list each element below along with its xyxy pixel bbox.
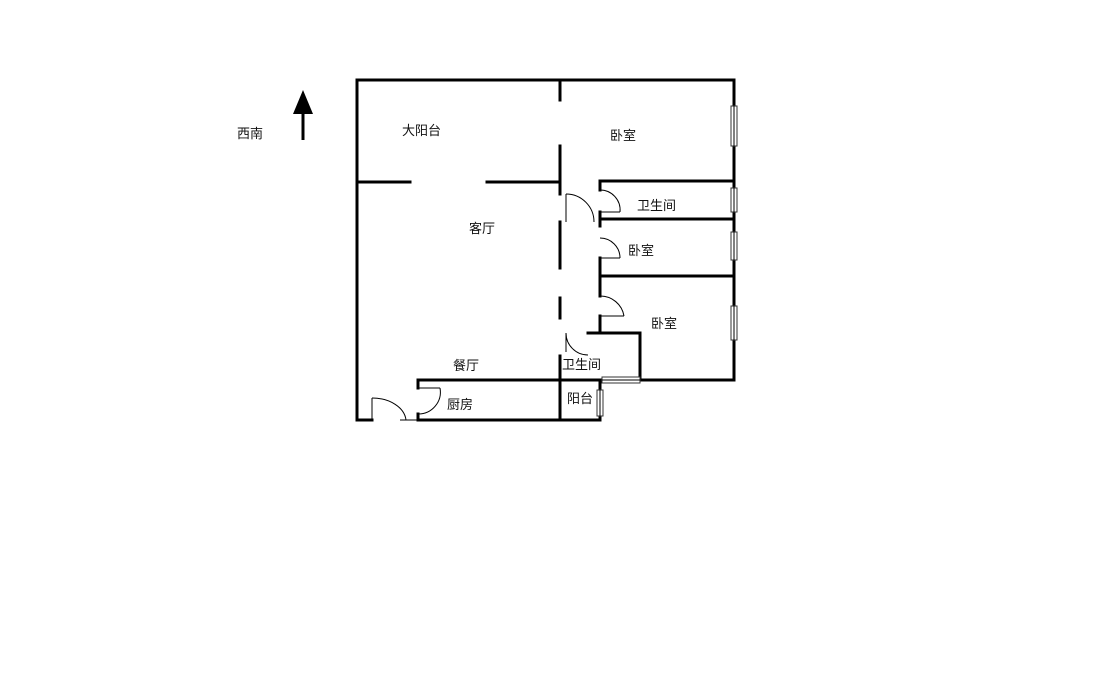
room-label-bathroom-top: 卫生间 [637, 199, 676, 214]
door-bedroom-top-entry [565, 193, 595, 223]
door-bathroom-bottom [565, 332, 589, 356]
kitchen-walls [416, 378, 602, 422]
door-bedroom-bottom [599, 295, 625, 317]
windows [596, 105, 738, 417]
north-arrow-icon [293, 90, 313, 140]
door-kitchen [417, 387, 441, 415]
room-label-living-room: 客厅 [469, 221, 495, 237]
room-label-small-balcony: 阳台 [567, 392, 593, 407]
compass-direction-label: 西南 [237, 126, 263, 142]
doors [371, 189, 625, 421]
door-main-entrance [371, 397, 418, 421]
right-partitions [586, 179, 736, 382]
room-label-bedroom-top: 卧室 [610, 128, 636, 144]
room-label-bedroom-bottom: 卧室 [651, 316, 677, 332]
room-label-bedroom-middle: 卧室 [628, 243, 654, 259]
room-label-big-balcony: 大阳台 [402, 124, 441, 139]
room-label-dining-room: 餐厅 [453, 358, 479, 374]
door-bedroom-middle [599, 237, 621, 259]
door-bathroom-top [599, 189, 621, 213]
room-label-kitchen: 厨房 [447, 397, 473, 413]
room-label-bathroom-bottom: 卫生间 [562, 358, 601, 373]
